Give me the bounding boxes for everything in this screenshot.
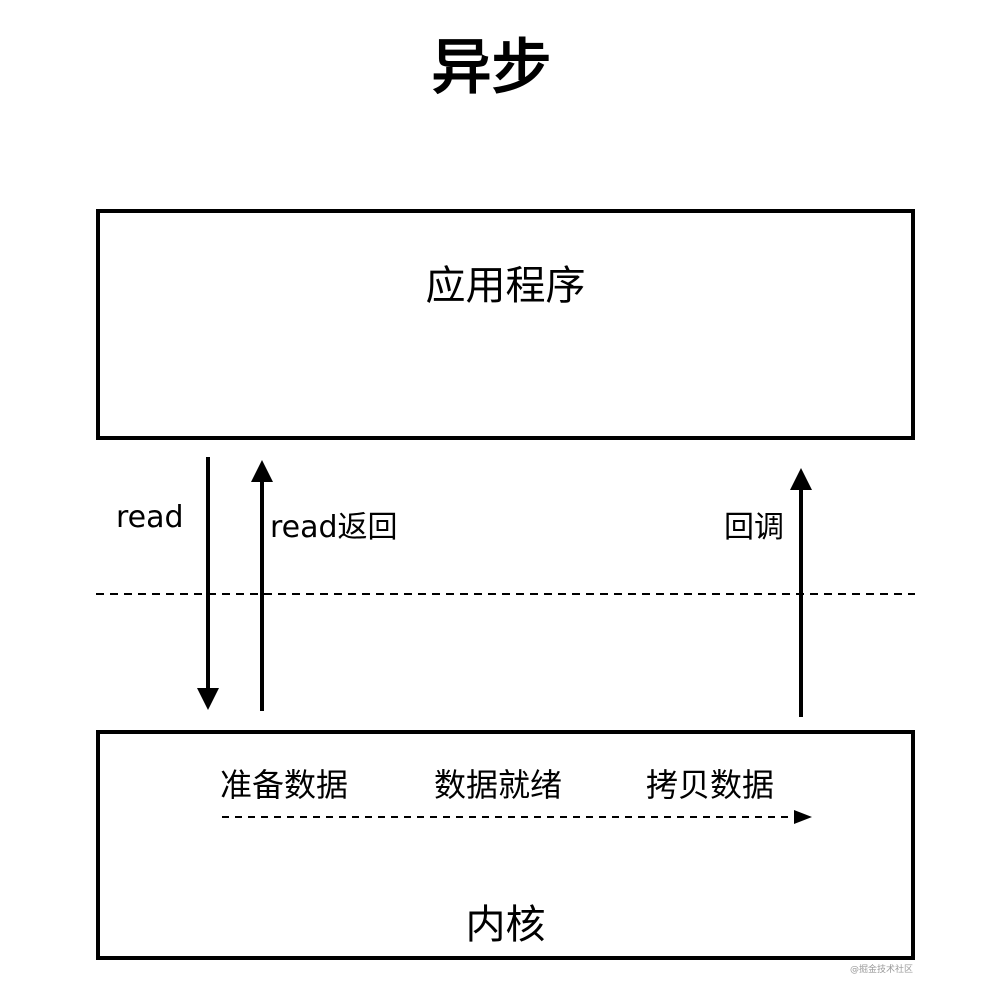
read-label: read	[116, 500, 184, 535]
diagram-title: 异步	[431, 33, 552, 103]
callback-arrow	[790, 468, 812, 717]
kernel-label: 内核	[465, 902, 546, 948]
kernel-step-prepare: 准备数据	[220, 766, 349, 804]
read-return-arrow	[251, 460, 273, 711]
read-return-label: read返回	[270, 510, 398, 545]
kernel-step-copy: 拷贝数据	[646, 766, 775, 804]
kernel-step-ready: 数据就绪	[434, 766, 563, 804]
kernel-progress-arrow	[222, 810, 812, 824]
kernel-box: 内核	[96, 730, 915, 960]
application-label: 应用程序	[425, 263, 586, 309]
read-arrow	[197, 457, 219, 710]
watermark: @掘金技术社区	[849, 965, 913, 975]
application-box: 应用程序	[96, 209, 915, 440]
callback-label: 回调	[724, 510, 784, 545]
